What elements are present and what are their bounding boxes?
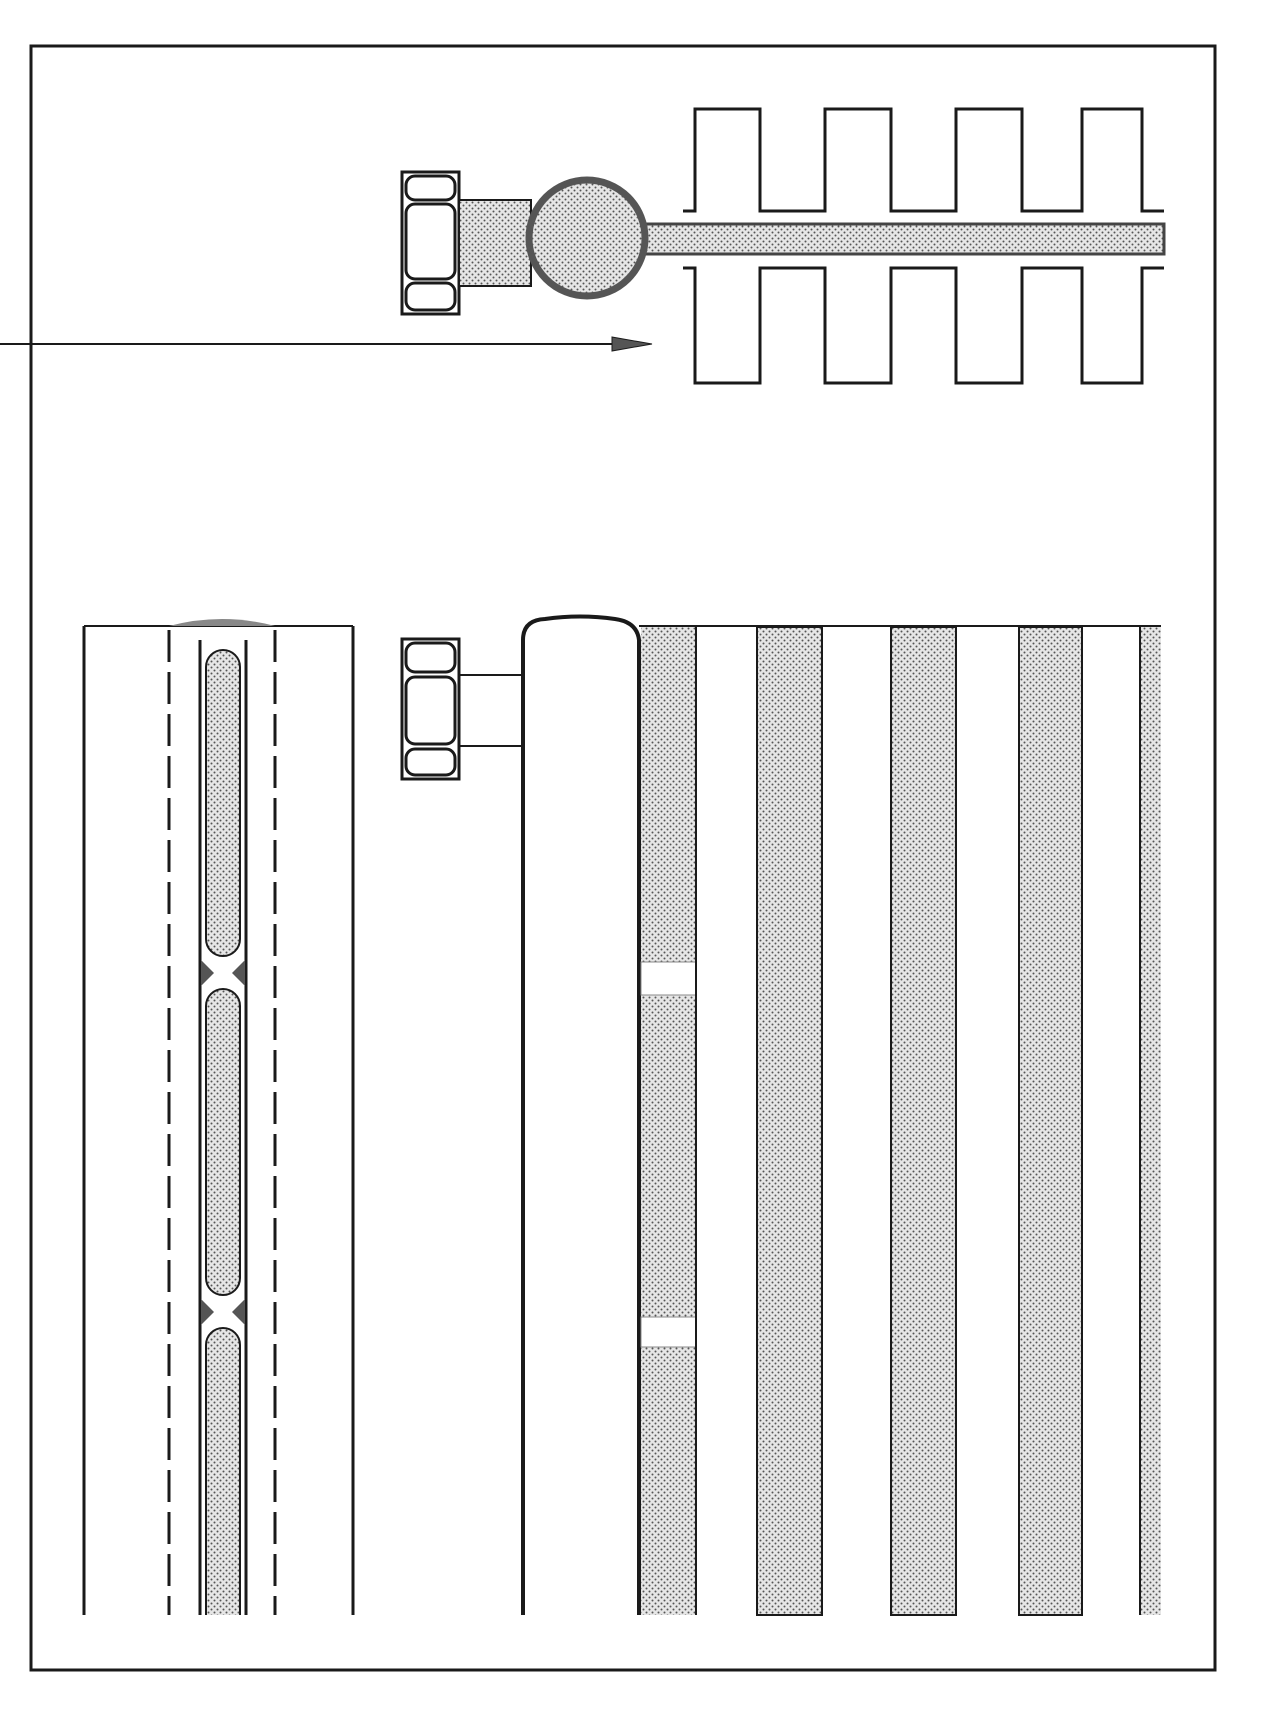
capsule-2: [205, 988, 241, 1296]
fin-stripe-2: [756, 626, 823, 1616]
pinch-2: [201, 1299, 245, 1325]
panel-top-bump: [169, 619, 275, 626]
front-bolt-head: [400, 637, 461, 781]
fin-gap-2: [640, 1316, 697, 1348]
pinch-1: [201, 960, 245, 986]
top-rod: [638, 222, 1166, 256]
top-bolt-shank: [458, 199, 532, 287]
front-bolt-shank: [459, 674, 521, 747]
top-fin-comb-upper: [683, 107, 1164, 213]
top-bolt-head: [400, 170, 461, 316]
capsule-1: [205, 649, 241, 957]
fin-stripe-4: [1018, 626, 1083, 1616]
fin-stripe-5: [1140, 627, 1161, 1615]
front-tube: [521, 614, 641, 1615]
capsule-3: [205, 1327, 241, 1615]
fin-stripe-3: [890, 626, 957, 1616]
fin-stripes: [640, 626, 1161, 1616]
fin-gap-1: [640, 961, 697, 996]
fin-stripe-1: [641, 627, 696, 1615]
top-fin-comb-lower: [683, 266, 1164, 385]
top-bulb: [525, 176, 649, 300]
frame-border: [29, 44, 1217, 1672]
flow-arrow: [0, 336, 653, 352]
side-panel: [82, 619, 355, 1615]
